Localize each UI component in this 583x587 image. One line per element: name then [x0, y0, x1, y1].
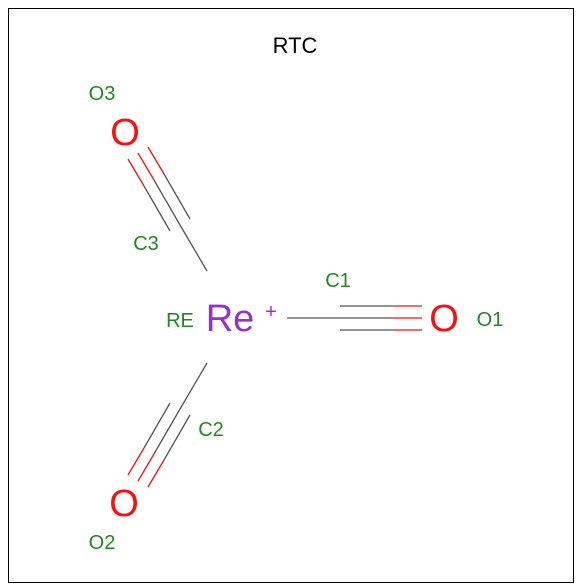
atom-o1-symbol: O	[429, 298, 459, 340]
atom-o3-symbol: O	[110, 112, 140, 154]
atom-name-re: RE	[166, 310, 194, 332]
bond-c2-o2	[127, 402, 191, 488]
atom-re-symbol: Re	[206, 298, 255, 340]
diagram-frame	[8, 8, 574, 583]
atom-name-c3: C3	[133, 233, 159, 255]
bond-re-c3	[179, 224, 208, 272]
bond-c1-o1	[340, 305, 422, 331]
atom-name-o3: O3	[89, 83, 116, 105]
diagram-title: RTC	[273, 33, 318, 58]
atom-name-o1: O1	[477, 309, 504, 331]
bond-re-c2	[179, 362, 208, 410]
atom-o2-symbol: O	[109, 483, 139, 525]
atom-name-c1: C1	[325, 270, 351, 292]
atom-re-charge: +	[265, 301, 277, 323]
atom-name-c2: C2	[198, 419, 224, 441]
atom-name-o2: O2	[89, 532, 116, 554]
bond-c3-o3	[127, 146, 191, 232]
